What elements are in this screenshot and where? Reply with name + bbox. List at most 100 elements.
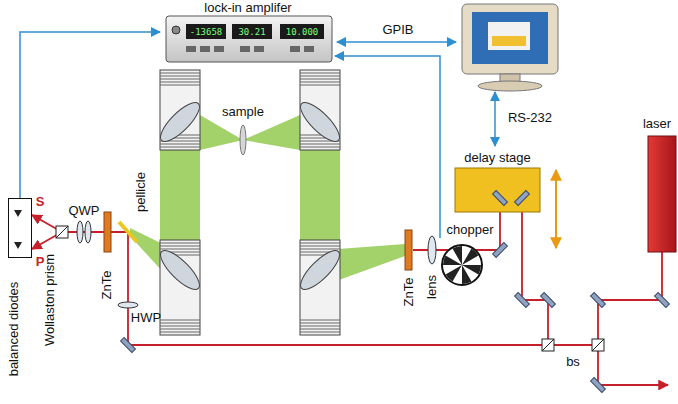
mirror-mount	[655, 293, 670, 308]
node-label: balanced diodes	[6, 282, 21, 377]
parabolic-mirror	[300, 79, 340, 80]
parabolic-mirror	[295, 245, 344, 294]
parabolic-mirror	[300, 329, 340, 330]
mirror-mount	[591, 378, 606, 393]
lock-in-device	[186, 46, 196, 52]
parabolic-mirror	[300, 85, 340, 86]
optics	[405, 230, 412, 270]
part-label: QWP	[68, 204, 99, 218]
optics	[592, 339, 604, 351]
parabolic-mirror	[160, 326, 200, 327]
part-label: S	[36, 195, 45, 209]
signal-line	[494, 92, 496, 146]
computer	[478, 81, 542, 91]
lock-in-device	[290, 46, 300, 52]
laser-beam	[598, 252, 662, 345]
parabolic-mirror	[300, 76, 340, 77]
optics	[56, 226, 68, 238]
thz-beam	[200, 115, 243, 150]
chopper-wheel	[442, 245, 482, 285]
part-label: GPIB	[382, 23, 413, 37]
laser-box	[648, 136, 676, 252]
node-label: laser	[638, 116, 676, 131]
chopper-wheel	[462, 265, 472, 284]
mirror-mount	[493, 243, 508, 258]
part-label: 10.000	[286, 27, 319, 37]
parabolic-mirror	[160, 329, 200, 330]
optics	[14, 210, 22, 249]
optics	[77, 221, 83, 243]
stage-arrow	[556, 170, 557, 248]
vertical-label: Wollaston prism	[43, 254, 57, 346]
mirror-mount	[591, 293, 606, 308]
optics	[104, 212, 111, 252]
mirror-mount	[515, 293, 530, 308]
optics	[592, 339, 604, 351]
part-label: 30.21	[238, 27, 265, 37]
lock-in-device	[232, 24, 272, 39]
parabolic-mirror	[160, 246, 200, 247]
parabolic-mirror	[160, 82, 200, 83]
lock-in-device	[254, 46, 264, 52]
chopper-wheel	[453, 246, 463, 265]
lock-in-device	[280, 24, 324, 39]
part-label: bs	[566, 355, 580, 369]
optics	[119, 222, 137, 242]
detector-box: balanced diodes	[8, 198, 32, 258]
instrument-node: delay stage	[450, 150, 545, 214]
optics	[85, 221, 91, 243]
delay-stage-box	[455, 168, 540, 212]
lock-in-device	[214, 46, 224, 52]
parabolic-mirror	[160, 147, 200, 148]
optics	[118, 302, 138, 308]
optics	[542, 339, 554, 351]
lock-in-device	[166, 16, 332, 62]
computer	[492, 36, 526, 46]
vertical-label: ZnTe	[100, 271, 114, 300]
delay-stage-box	[455, 168, 540, 212]
parabolic-mirror	[160, 332, 200, 333]
signal-line	[337, 41, 456, 43]
vertical-label: ZnTe	[402, 278, 416, 307]
part-label: sample	[222, 105, 264, 119]
sample-plate	[240, 125, 246, 155]
computer	[462, 4, 558, 74]
signal-line	[335, 56, 440, 238]
parabolic-mirror	[160, 320, 200, 321]
parabolic-mirror	[160, 323, 200, 324]
instrument-node: laser	[638, 116, 676, 254]
parabolic-mirror	[300, 323, 340, 324]
chopper-wheel	[442, 245, 482, 285]
mirror-mount	[121, 191, 670, 393]
optics	[14, 210, 604, 351]
part-label: -13658	[190, 27, 223, 37]
thz-beam	[243, 115, 300, 150]
parabolic-mirror	[155, 70, 344, 335]
chopper-wheel	[446, 265, 462, 281]
lock-in-device	[172, 26, 180, 34]
parabolic-mirror	[300, 326, 340, 327]
node-label: lock-in amplifer	[160, 0, 336, 15]
parabolic-mirror	[300, 144, 340, 145]
laser-beam	[413, 198, 548, 345]
chopper-wheel	[462, 249, 478, 265]
part-label: HWP	[131, 311, 161, 325]
vertical-label: pellicle	[134, 172, 148, 212]
parabolic-mirror	[295, 97, 344, 146]
computer	[488, 22, 530, 50]
parabolic-mirror	[160, 144, 200, 145]
signal-line	[335, 42, 495, 238]
computer	[462, 4, 558, 91]
lock-in-device	[166, 16, 332, 62]
part-label: P	[36, 255, 45, 269]
parabolic-mirror	[300, 246, 340, 247]
parabolic-mirror	[300, 73, 340, 74]
laser-beam	[598, 345, 668, 385]
parabolic-mirror	[300, 82, 340, 83]
parabolic-mirror	[160, 73, 200, 74]
parabolic-mirror	[300, 332, 340, 333]
parabolic-mirror	[160, 243, 200, 244]
